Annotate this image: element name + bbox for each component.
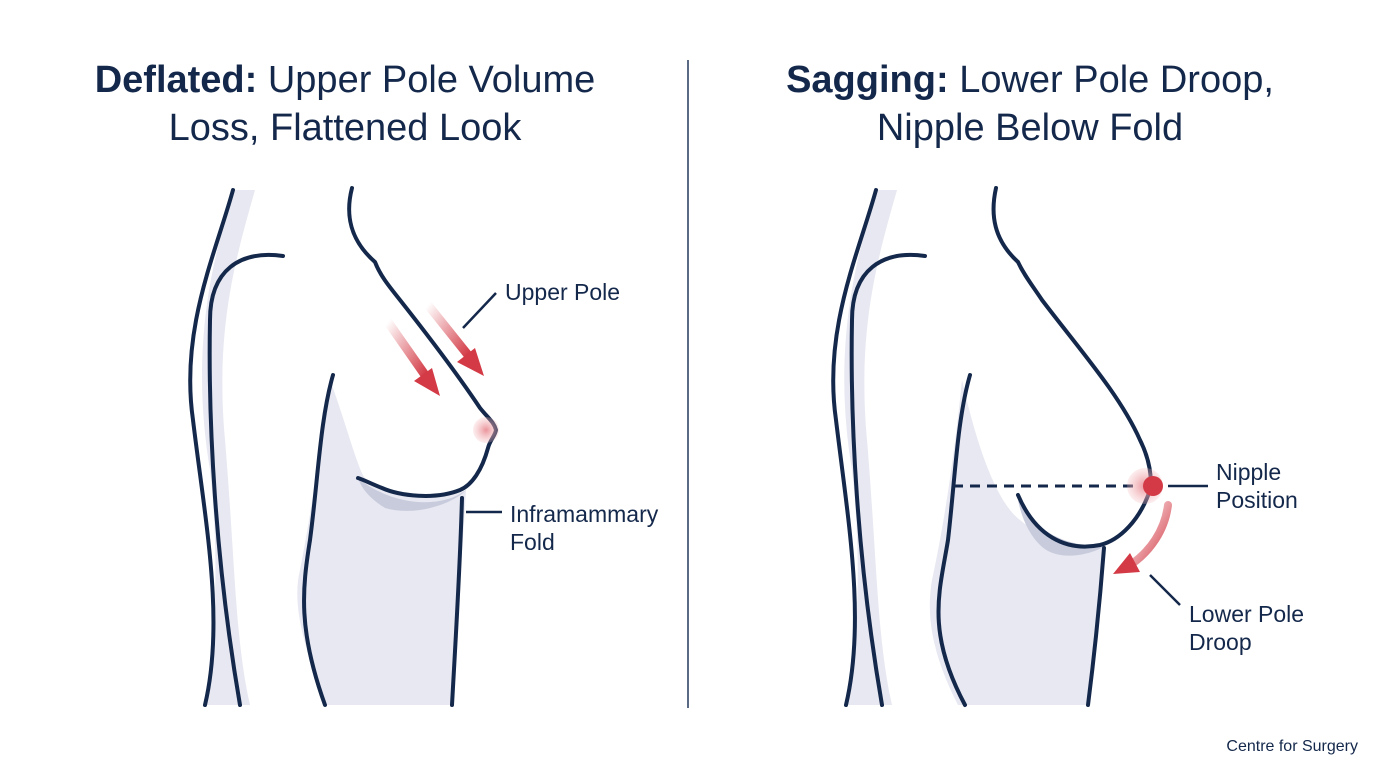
right-title-line2: Nipple Below Fold [876,107,1184,149]
footer-credit: Centre for Surgery [1226,738,1358,755]
left-torso-front [450,496,464,707]
lower-pole-text-line1: Lower Pole [1189,601,1305,627]
left-back-shade [202,190,255,705]
nipple-text-line1: Nipple [1216,459,1282,485]
arrow-2 [423,300,473,360]
upper-pole-text: Upper Pole [505,279,621,305]
right-torso-shade [929,380,1105,705]
upper-pole-label: Upper Pole [505,278,620,306]
right-back-outline [831,188,878,707]
upper-pole-leader [462,292,497,329]
left-title-line1: Upper Pole Volume [267,59,596,101]
left-arm-outline [207,253,285,707]
panel-divider [687,60,689,708]
left-fold-shade [358,478,466,511]
nipple-position-label: Nipple Position [1216,458,1298,514]
lower-pole-leader [1149,574,1181,606]
left-torso-figure [188,186,502,707]
right-torso-front [1086,546,1106,707]
right-breast-outline [991,186,1153,549]
left-torso-back-edge [302,373,335,707]
arrowhead-1 [414,368,440,396]
inframammary-text-line1: Inframammary [510,501,659,527]
right-title-bold: Sagging: [786,59,949,101]
left-title-bold: Deflated: [94,59,258,101]
droop-arrow [1126,501,1172,569]
right-arm-outline [849,253,927,707]
left-breast-outline [347,186,498,498]
left-nipple-glow [473,417,499,443]
left-title-line2: Loss, Flattened Look [168,107,522,149]
right-torso-figure [831,186,1208,707]
nipple-text-line2: Position [1216,487,1298,513]
right-back-shade [844,190,897,705]
arrowhead-2 [457,348,484,376]
right-panel-title: Sagging: Lower Pole Droop, Nipple Below … [710,56,1350,152]
right-torso-back-edge [936,373,972,707]
inframammary-fold-label: Inframammary Fold [510,500,658,556]
left-panel-title: Deflated: Upper Pole Volume Loss, Flatte… [25,56,665,152]
right-title-line1: Lower Pole Droop, [959,59,1274,101]
inframammary-text-line2: Fold [510,529,555,555]
droop-arrowhead [1113,553,1140,574]
arrow-1 [383,317,430,380]
left-upper-pole-arrows [383,300,484,396]
left-torso-shade [297,380,466,705]
lower-pole-droop-label: Lower Pole Droop [1189,600,1304,656]
lower-pole-text-line2: Droop [1189,629,1252,655]
right-fold-shade [1018,500,1106,556]
left-back-outline [188,188,235,707]
right-nipple-dot [1143,476,1163,496]
